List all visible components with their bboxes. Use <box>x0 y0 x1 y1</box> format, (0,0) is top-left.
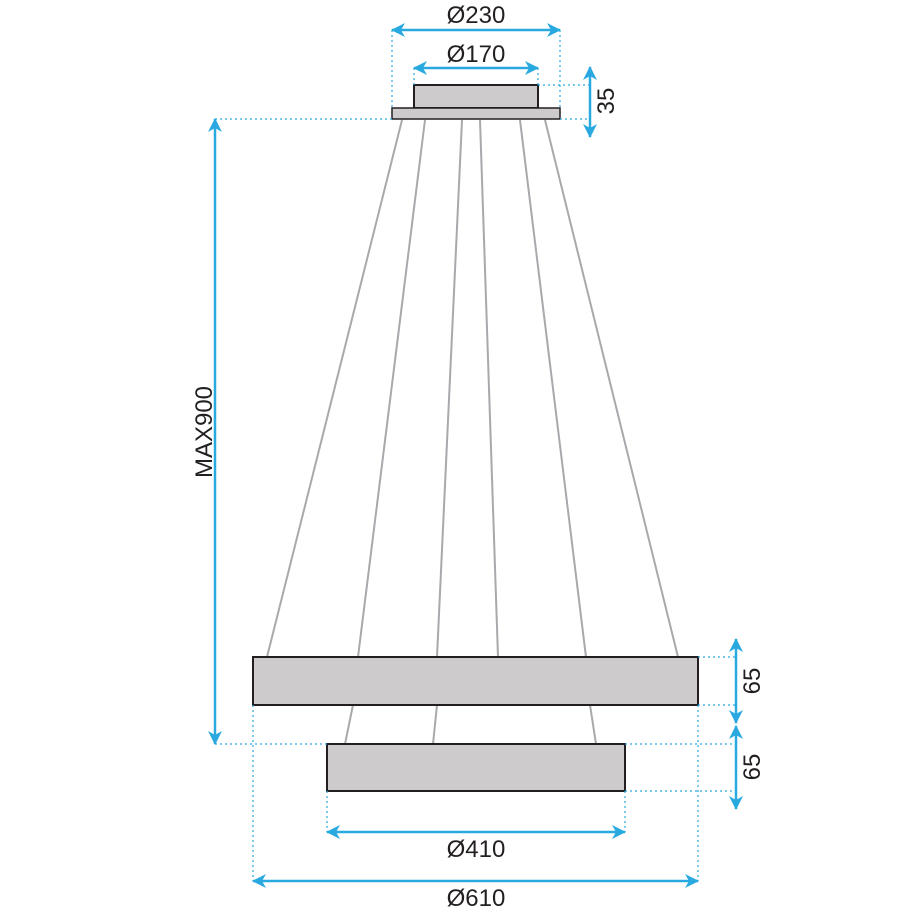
cable <box>266 119 403 658</box>
cable <box>357 119 426 658</box>
cable <box>589 704 597 745</box>
upper-ring <box>252 656 699 706</box>
lower-ring-diameter-label: Ø410 <box>447 836 506 863</box>
canopy-outer-diameter-label: Ø230 <box>447 2 506 29</box>
cable <box>344 704 354 745</box>
canopy-top <box>413 84 539 109</box>
cable <box>544 119 679 658</box>
cable <box>432 704 438 745</box>
canopy-base-plate <box>391 107 561 120</box>
suspension-cables <box>266 119 679 745</box>
lower-ring-height-label: 65 <box>739 754 766 781</box>
canopy-inner-diameter-label: Ø170 <box>447 41 506 68</box>
upper-ring-diameter-label: Ø610 <box>447 885 506 912</box>
cable <box>436 119 463 658</box>
dimension-arrows <box>208 23 743 888</box>
cable <box>479 119 499 658</box>
max-height-label: MAX900 <box>191 386 218 478</box>
canopy-height-label: 35 <box>593 88 620 115</box>
cable <box>519 119 587 658</box>
upper-ring-height-label: 65 <box>739 668 766 695</box>
lower-ring <box>326 743 626 792</box>
extension-lines <box>215 30 736 881</box>
